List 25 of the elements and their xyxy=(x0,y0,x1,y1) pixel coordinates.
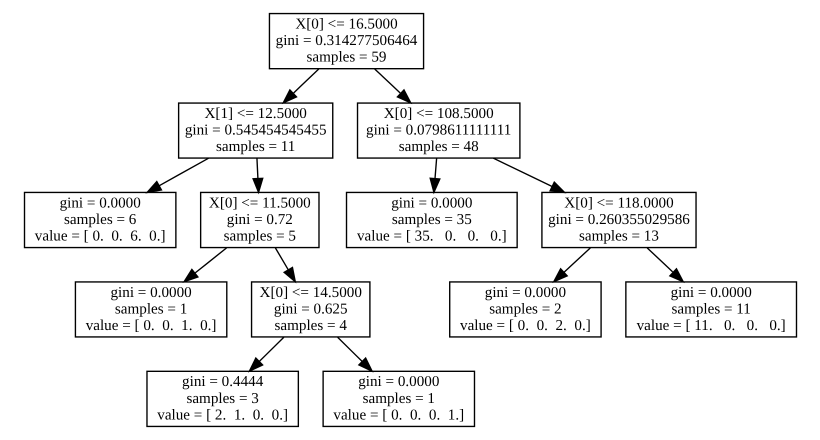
node-box: X[1] <= 12.5000 gini = 0.545454545455 samples = 11 xyxy=(177,102,333,159)
node-box: gini = 0.0000 samples = 35 value = [ 35. 0. 0. 0.] xyxy=(345,192,518,248)
node-box: gini = 0.0000 samples = 11 value = [ 11. 0. 0. 0.] xyxy=(624,281,797,338)
node-box: gini = 0.0000 samples = 1 value = [ 0. 0. 1. 0.] xyxy=(74,281,227,338)
arrow xyxy=(646,247,684,284)
node-box: X[0] <= 14.5000 gini = 0.625 samples = 4 xyxy=(250,281,370,338)
arrow xyxy=(492,158,566,194)
arrow xyxy=(182,247,227,284)
node-box: gini = 0.0000 samples = 2 value = [ 0. 0. 2. 0.] xyxy=(448,281,602,338)
node-box: gini = 0.0000 samples = 1 value = [ 0. 0. 0. 1.] xyxy=(322,370,475,428)
arrow xyxy=(374,68,412,104)
arrow xyxy=(336,336,374,373)
node-box: X[0] <= 118.0000 gini = 0.260355029586 samples = 13 xyxy=(540,192,696,248)
node-box: X[0] <= 16.5000 gini = 0.314277506464 samples = 59 xyxy=(268,12,424,70)
arrow xyxy=(428,158,440,194)
node-box: gini = 0.0000 samples = 6 value = [ 0. 0. 6. 0.] xyxy=(23,192,176,248)
arrow xyxy=(281,68,319,104)
node-box: gini = 0.4444 samples = 3 value = [ 2. 1. 0. 0.] xyxy=(146,370,299,428)
node-box: X[0] <= 11.5000 gini = 0.72 samples = 5 xyxy=(199,192,320,248)
arrow xyxy=(274,248,296,284)
arrow xyxy=(144,158,208,194)
arrow xyxy=(552,247,590,284)
node-box: X[0] <= 108.5000 gini = 0.0798611111111 samples = 48 xyxy=(356,102,520,159)
arrow xyxy=(247,336,284,373)
arrow xyxy=(252,158,264,194)
